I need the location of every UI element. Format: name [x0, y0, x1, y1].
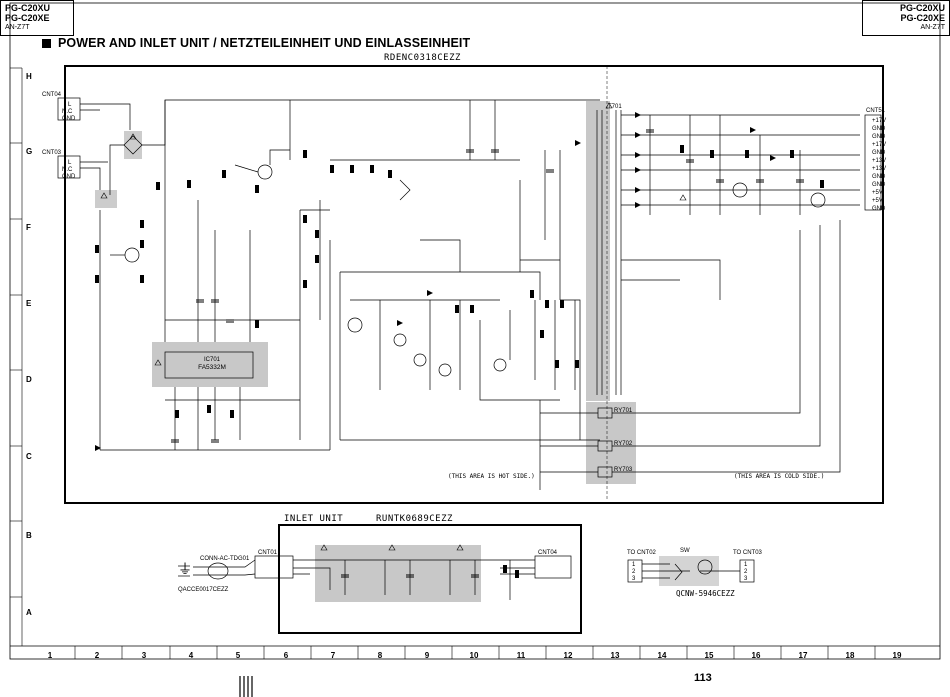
pin-label: N.C [62, 167, 73, 173]
pin-label: 1 [632, 562, 636, 568]
grid-row-label: C [26, 452, 32, 461]
model-subline: AN-Z7T [920, 24, 946, 31]
grid-row-label: D [26, 375, 32, 384]
relay-ref: RY702 [614, 441, 633, 447]
pin-label: GND [872, 206, 886, 212]
switch-to-cnt02: TO CNT02 [627, 550, 656, 556]
pin-label: GND [872, 134, 886, 140]
connector-label: CNT04 [42, 92, 62, 98]
grid-col-label: 9 [424, 651, 430, 660]
grid-row-label: E [26, 299, 32, 308]
pin-label: GND [872, 126, 886, 132]
connector-label: CNT03 [42, 150, 62, 156]
pin-label: +17V [872, 142, 887, 148]
grid-col-label: 18 [845, 651, 855, 660]
pin-label: 3 [632, 576, 636, 582]
ac-plug-icon: ⏚ [178, 561, 192, 577]
grid-col-label: 19 [892, 651, 902, 660]
grid-col-label: 1 [47, 651, 53, 660]
grid-col-label: 12 [563, 651, 573, 660]
grid-col-label: 3 [141, 651, 147, 660]
transformer-ref: T701 [608, 104, 622, 110]
switch-label: SW [680, 548, 690, 554]
model-line: PG-C20XE [5, 13, 50, 23]
grid-row-label: G [26, 147, 33, 156]
switch-code: QCNW-5946CEZZ [676, 589, 735, 598]
grid-col-label: 8 [377, 651, 383, 660]
cold-side-note: (THIS AREA IS COLD SIDE.) [734, 473, 825, 480]
page-number: 113 [694, 672, 712, 684]
pin-label: GND [872, 182, 886, 188]
pin-label: GND [872, 174, 886, 180]
plug-label: CONN-AC-TDG01 [200, 556, 250, 562]
inlet-unit-frame [278, 524, 582, 634]
power-cord-label: QACCE0017CEZZ [178, 587, 229, 593]
inlet-unit-code: RUNTK0689CEZZ [376, 514, 453, 524]
main-unit-code: RDENC0318CEZZ [384, 53, 461, 63]
model-line: PG-C20XE [900, 13, 945, 23]
grid-col-label: 2 [94, 651, 100, 660]
model-line: PG-C20XU [899, 3, 945, 13]
model-subline: AN-Z7T [5, 24, 30, 31]
grid-col-label: 4 [188, 651, 194, 660]
model-line: PG-C20XU [5, 3, 51, 13]
ic-ref: IC701 [203, 357, 220, 363]
pin-label: +13V [872, 166, 887, 172]
page-title: POWER AND INLET UNIT / NETZTEILEINHEIT U… [42, 36, 470, 50]
pin-label: +13V [872, 158, 887, 164]
grid-col-label: 5 [235, 651, 241, 660]
ic-part: FA5332M [198, 364, 226, 371]
grid-col-label: 17 [798, 651, 808, 660]
pin-label: +17V [872, 118, 887, 124]
relay-ref: RY703 [614, 467, 633, 473]
pin-label: 2 [744, 569, 748, 575]
grid-col-label: 6 [283, 651, 289, 660]
connector-label: CNT04 [538, 550, 558, 556]
pin-label: GND [872, 150, 886, 156]
pin-label: 3 [744, 576, 748, 582]
grid-col-label: 13 [610, 651, 620, 660]
pin-label: +5V [872, 190, 883, 196]
pin-label: 2 [632, 569, 636, 575]
switch-to-cnt03: TO CNT03 [733, 550, 762, 556]
power-unit-frame [64, 65, 884, 504]
pin-label: L [68, 102, 72, 108]
bullet-square-icon [42, 38, 51, 48]
model-label-left: PG-C20XU PG-C20XE AN-Z7T [0, 0, 74, 36]
grid-col-label: 14 [657, 651, 667, 660]
grid-col-label: 15 [704, 651, 714, 660]
pin-label: GND [62, 174, 76, 180]
grid-col-label: 10 [469, 651, 479, 660]
inlet-unit-title: INLET UNIT [284, 514, 344, 524]
connector-label: CNT51 [866, 108, 886, 114]
pin-label: 1 [744, 562, 748, 568]
connector-label: CNT01 [258, 550, 278, 556]
grid-row-label: B [26, 531, 32, 540]
grid-col-label: 11 [516, 651, 526, 660]
grid-row-label: H [26, 72, 32, 81]
grid-row-label: A [26, 608, 32, 617]
relay-ref: RY701 [614, 408, 633, 414]
pin-label: GND [62, 116, 76, 122]
page-title-text: POWER AND INLET UNIT / NETZTEILEINHEIT U… [58, 36, 471, 50]
grid-col-label: 7 [330, 651, 336, 660]
grid-row-label: F [26, 223, 31, 232]
grid-col-label: 16 [751, 651, 761, 660]
model-label-right: PG-C20XU PG-C20XE AN-Z7T [862, 0, 950, 36]
pin-label: N.C [62, 109, 73, 115]
pin-label: L [68, 160, 72, 166]
hot-side-note: (THIS AREA IS HOT SIDE.) [448, 473, 535, 480]
pin-label: +5V [872, 198, 883, 204]
